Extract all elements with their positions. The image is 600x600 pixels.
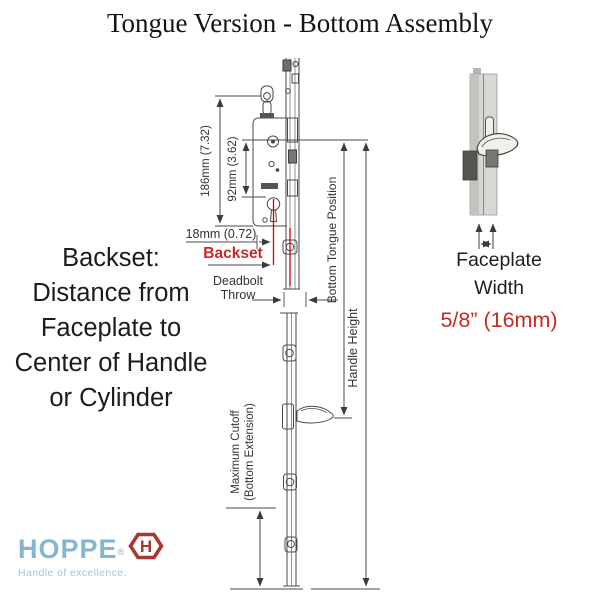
lock-gearbox (252, 85, 287, 227)
registered-mark: ® (117, 546, 125, 557)
handle-height-label: Handle Height (346, 308, 360, 388)
faceplate-width-caption: Faceplate Width 5/8” (16mm) (423, 246, 575, 335)
hoppe-hexagon-icon: H (128, 531, 164, 566)
maximum-cutoff-label: Maximum Cutoff (230, 409, 242, 493)
faceplate-width-label: Faceplate (456, 249, 542, 271)
hoppe-logo-text: HOPPE (18, 534, 118, 564)
roller-cam (282, 344, 297, 362)
backset-note-line: Center of Handle (14, 349, 208, 377)
dim-18-label: 18mm (0.72) (186, 227, 257, 241)
hoppe-logo: HOPPE® H Handle of excellence. (18, 531, 164, 579)
backset-note-line: Distance from (32, 279, 190, 307)
backset-note: Backset: Distance from Faceplate to Cent… (2, 241, 220, 416)
lock-assembly-drawing (186, 58, 380, 590)
backset-note-line: Backset: (62, 244, 160, 272)
roller-cam (283, 473, 297, 491)
faceplate-width-value: 5/8” (16mm) (440, 308, 558, 332)
faceplate-strip-lower (280, 312, 334, 587)
hoppe-tagline: Handle of excellence. (18, 567, 127, 579)
backset-note-line: Faceplate to (40, 314, 182, 342)
spindle-hub (267, 135, 279, 148)
width-arrows (475, 223, 497, 249)
maximum-cutoff-label: (Bottom Extension) (244, 403, 256, 501)
faceplate-width-label: Width (474, 277, 524, 299)
roller-cam (284, 536, 298, 553)
deadbolt-throw-label: Throw (221, 288, 257, 302)
faceplate-strip-upper (282, 58, 300, 290)
deadbolt-throw-label: Deadbolt (213, 274, 264, 288)
dimension-lines (186, 98, 370, 587)
extension-lines (215, 95, 368, 509)
backset-centerline (272, 199, 291, 286)
top-fixing-hole (263, 92, 271, 100)
bottom-tongue-position-label: Bottom Tongue Position (325, 177, 339, 304)
dimension-labels: 186mm (7.32) 92mm (3.62) 18mm (0.72) Bac… (186, 125, 360, 501)
hexagon-monogram: H (140, 537, 152, 556)
lock-block (462, 150, 478, 181)
dim-186-label: 186mm (7.32) (200, 125, 212, 197)
dim-92-label: 92mm (3.62) (227, 136, 239, 201)
backset-label: Backset (203, 245, 262, 262)
page-title: Tongue Version - Bottom Assembly (106, 8, 494, 38)
faceplate-detail-illustration (462, 68, 519, 249)
backset-note-line: or Cylinder (49, 384, 173, 412)
bottom-tongue (296, 405, 334, 424)
